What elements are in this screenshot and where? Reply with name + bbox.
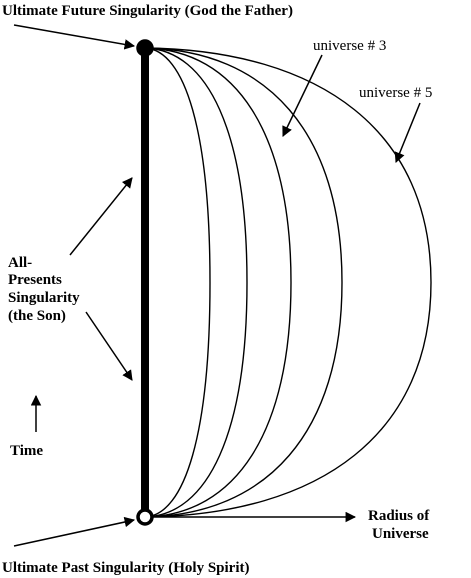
universe-4-curve: [144, 47, 343, 518]
presents-up-arrow: [69, 177, 133, 256]
universe-2-curve: [144, 47, 248, 518]
past-pointer-arrow: [13, 516, 136, 547]
presents-label-line3: Singularity: [8, 290, 80, 306]
universe-curves: [144, 47, 432, 518]
universe5-arrow: [394, 102, 421, 163]
universe-5-curve: [144, 47, 432, 518]
future-singularity-label: Ultimate Future Singularity (God the Fat…: [2, 3, 293, 19]
universe5-label: universe # 5: [359, 85, 432, 101]
presents-down-arrow: [85, 311, 133, 381]
presents-label-line2: Presents: [8, 272, 62, 288]
presents-label-line4: (the Son): [8, 308, 66, 324]
past-singularity-label: Ultimate Past Singularity (Holy Spirit): [2, 560, 250, 576]
future-singularity-dot: [136, 39, 154, 57]
radius-label-line2: Universe: [372, 526, 429, 542]
future-pointer-arrow: [13, 24, 136, 50]
universe-3-curve: [144, 47, 292, 518]
radius-label-line1: Radius of: [368, 508, 430, 524]
universe3-label: universe # 3: [313, 38, 386, 54]
past-singularity-dot: [136, 508, 154, 526]
universe3-arrow: [282, 54, 323, 137]
presents-label-line1: All-: [8, 255, 32, 271]
time-label: Time: [10, 443, 43, 459]
universe-1-curve: [144, 47, 211, 518]
